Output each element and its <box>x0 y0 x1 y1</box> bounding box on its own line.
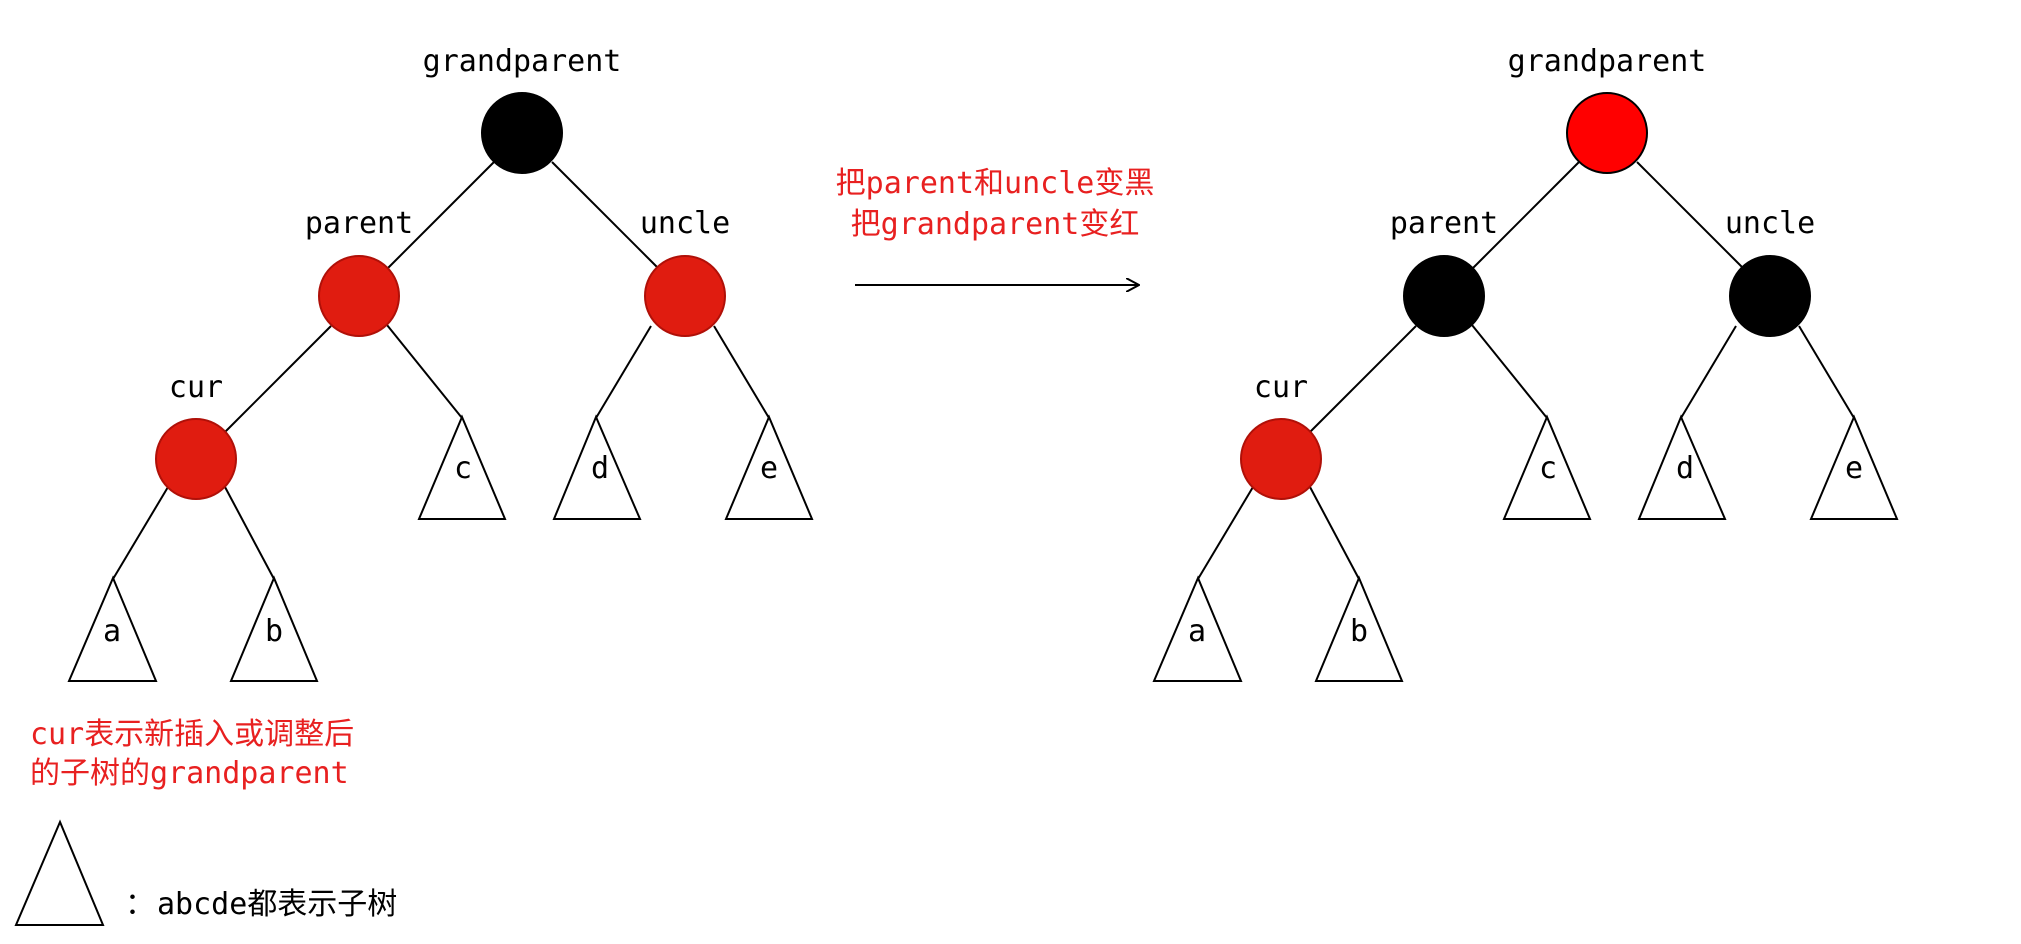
note-line-2: 的子树的grandparent <box>30 756 349 791</box>
subtree-label-d: d <box>1676 451 1694 486</box>
subtree-label-b: b <box>1350 614 1368 649</box>
label-grandparent: grandparent <box>423 44 622 79</box>
node-uncle <box>1729 255 1811 337</box>
subtree-triangle-c <box>417 414 507 520</box>
subtree-label-e: e <box>760 451 778 486</box>
node-parent <box>318 255 400 337</box>
node-cur <box>155 418 237 500</box>
edge-grandparent-uncle <box>551 161 659 269</box>
legend-triangle-icon <box>14 819 105 926</box>
edge-parent-cur <box>1309 325 1417 433</box>
text-run-cjk: 把 <box>851 207 881 242</box>
note-line-1: cur表示新插入或调整后 <box>30 717 354 752</box>
text-run-code: parent <box>866 166 974 201</box>
right-tree: grandparent parent uncle cur c d e a b <box>1152 44 1899 682</box>
edge-cur-b <box>1309 486 1360 580</box>
label-grandparent: grandparent <box>1508 44 1707 79</box>
label-cur: cur <box>1254 370 1308 405</box>
edge-uncle-e <box>1798 325 1855 419</box>
text-run-code: grandparent <box>150 756 349 791</box>
subtree-label-d: d <box>591 451 609 486</box>
text-run-cjk: 变红 <box>1079 207 1139 242</box>
edge-parent-cur <box>224 325 332 433</box>
subtree-label-c: c <box>454 451 472 486</box>
edge-grandparent-parent <box>387 161 495 269</box>
subtree-triangle-d <box>552 414 642 520</box>
label-uncle: uncle <box>640 206 730 241</box>
subtree-triangle-c <box>1502 414 1592 520</box>
subtree-triangle-a <box>1152 575 1243 682</box>
text-run-cjk: 和 <box>974 166 1004 201</box>
label-uncle: uncle <box>1725 206 1815 241</box>
note: cur表示新插入或调整后 的子树的grandparent <box>30 717 354 791</box>
edge-uncle-d <box>595 325 652 419</box>
right-tree-edges <box>1197 161 1855 580</box>
left-tree-edges <box>112 161 770 580</box>
label-cur: cur <box>169 370 223 405</box>
transform: 把parent和uncle变黑 把grandparent变红 <box>836 166 1155 285</box>
text-run-cjk: 把 <box>836 166 866 201</box>
subtree-triangle-b <box>1314 575 1404 682</box>
text-run-code: grandparent <box>881 207 1080 242</box>
edge-uncle-d <box>1680 325 1737 419</box>
edge-parent-c <box>386 324 463 419</box>
legend-description: 都表示子树 <box>247 887 397 922</box>
left-tree: grandparent parent uncle cur c d e a b <box>67 44 814 682</box>
edge-grandparent-uncle <box>1636 161 1744 269</box>
text-run-cjk: 变黑 <box>1094 166 1154 201</box>
subtree-triangle-e <box>1809 414 1899 520</box>
subtree-triangle-e <box>724 414 814 520</box>
edge-grandparent-parent <box>1472 161 1580 269</box>
node-parent <box>1403 255 1485 337</box>
subtree-triangle-d <box>1637 414 1727 520</box>
edge-uncle-e <box>713 325 770 419</box>
transform-step-2: 把grandparent变红 <box>851 207 1140 242</box>
subtree-label-e: e <box>1845 451 1863 486</box>
transform-step-1: 把parent和uncle变黑 <box>836 166 1155 201</box>
text-run-code: cur <box>30 717 84 752</box>
subtree-triangle-a <box>67 575 158 682</box>
node-cur <box>1240 418 1322 500</box>
subtree-label-c: c <box>1539 451 1557 486</box>
text-run-code: uncle <box>1004 166 1094 201</box>
text-run-cjk: 表示新插入或调整后 <box>84 717 354 752</box>
legend-colon: ： <box>125 887 155 922</box>
subtree-label-a: a <box>1188 614 1206 649</box>
legend-letters: abcde <box>157 887 247 922</box>
node-grandparent <box>1566 92 1648 174</box>
legend: ：abcde都表示子树 <box>14 819 397 926</box>
edge-cur-b <box>224 486 275 580</box>
subtree-triangle-b <box>229 575 319 682</box>
node-grandparent <box>481 92 563 174</box>
legend-text: ：abcde都表示子树 <box>125 887 397 922</box>
text-run-cjk: 的子树的 <box>30 756 150 791</box>
subtree-label-b: b <box>265 614 283 649</box>
edge-parent-c <box>1471 324 1548 419</box>
node-uncle <box>644 255 726 337</box>
subtree-label-a: a <box>103 614 121 649</box>
label-parent: parent <box>1390 206 1498 241</box>
edge-cur-a <box>1197 486 1254 580</box>
edge-cur-a <box>112 486 169 580</box>
label-parent: parent <box>305 206 413 241</box>
